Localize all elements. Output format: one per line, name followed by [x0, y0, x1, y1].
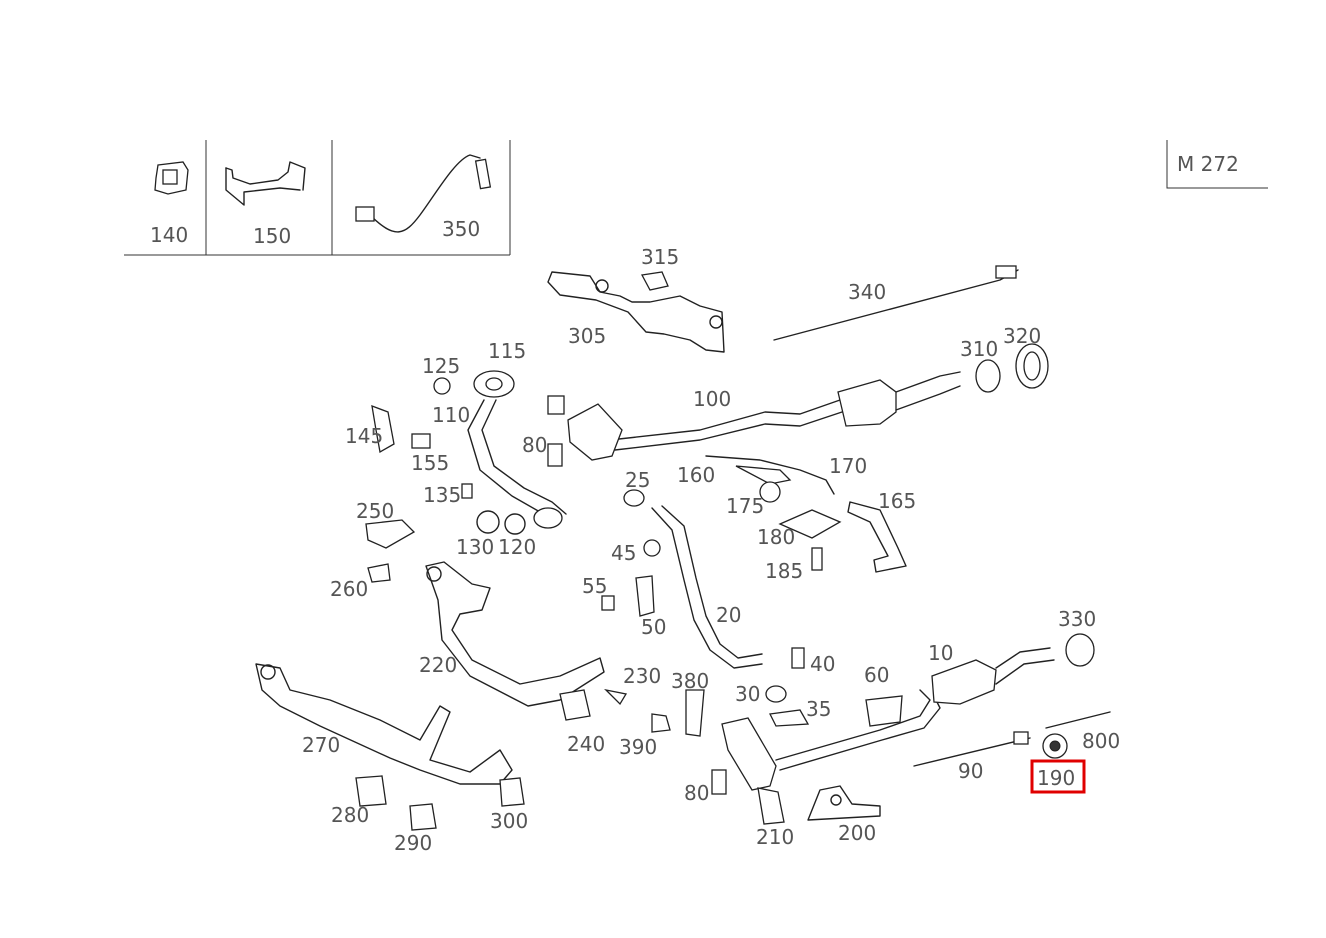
model-label: M 272	[1177, 152, 1239, 176]
part-label-110[interactable]: 110	[432, 403, 470, 427]
part-labels: 140 150 350 315 305 340 310 320 125 115 …	[150, 217, 1120, 855]
part-label-270[interactable]: 270	[302, 733, 340, 757]
part-label-320[interactable]: 320	[1003, 324, 1041, 348]
part-label-160[interactable]: 160	[677, 463, 715, 487]
part-label-130[interactable]: 130	[456, 535, 494, 559]
part-label-260[interactable]: 260	[330, 577, 368, 601]
part-label-30[interactable]: 30	[735, 682, 760, 706]
part-150-drawing	[225, 161, 306, 206]
part-label-380[interactable]: 380	[671, 669, 709, 693]
part-label-145[interactable]: 145	[345, 424, 383, 448]
part-label-165[interactable]: 165	[878, 489, 916, 513]
part-label-230[interactable]: 230	[623, 664, 661, 688]
part-label-10[interactable]: 10	[928, 641, 953, 665]
part-label-20[interactable]: 20	[716, 603, 741, 627]
part-label-50[interactable]: 50	[641, 615, 666, 639]
part-label-310[interactable]: 310	[960, 337, 998, 361]
part-label-250[interactable]: 250	[356, 499, 394, 523]
part-label-115[interactable]: 115	[488, 339, 526, 363]
part-label-60[interactable]: 60	[864, 663, 889, 687]
part-label-175[interactable]: 175	[726, 494, 764, 518]
part-label-280[interactable]: 280	[331, 803, 369, 827]
part-label-330[interactable]: 330	[1058, 607, 1096, 631]
part-label-290[interactable]: 290	[394, 831, 432, 855]
part-label-120[interactable]: 120	[498, 535, 536, 559]
part-label-800[interactable]: 800	[1082, 729, 1120, 753]
part-label-25[interactable]: 25	[625, 468, 650, 492]
parts-artwork	[255, 265, 1111, 831]
part-140-drawing	[154, 161, 189, 195]
part-label-40[interactable]: 40	[810, 652, 835, 676]
part-label-305[interactable]: 305	[568, 324, 606, 348]
inset-table	[124, 140, 511, 256]
highlight-box-190	[1030, 759, 1086, 794]
part-label-100[interactable]: 100	[693, 387, 731, 411]
part-label-55[interactable]: 55	[582, 574, 607, 598]
part-label-210[interactable]: 210	[756, 825, 794, 849]
part-label-90[interactable]: 90	[958, 759, 983, 783]
part-label-315[interactable]: 315	[641, 245, 679, 269]
part-label-185[interactable]: 185	[765, 559, 803, 583]
part-label-180[interactable]: 180	[757, 525, 795, 549]
part-label-200[interactable]: 200	[838, 821, 876, 845]
part-label-390[interactable]: 390	[619, 735, 657, 759]
part-label-80-rear[interactable]: 80	[684, 781, 709, 805]
part-label-150[interactable]: 150	[253, 224, 291, 248]
part-label-135[interactable]: 135	[423, 483, 461, 507]
part-label-45[interactable]: 45	[611, 541, 636, 565]
part-label-240[interactable]: 240	[567, 732, 605, 756]
part-label-80-front[interactable]: 80	[522, 433, 547, 457]
part-label-125[interactable]: 125	[422, 354, 460, 378]
model-label-box: M 272	[1166, 140, 1268, 189]
part-label-140[interactable]: 140	[150, 223, 188, 247]
part-label-35[interactable]: 35	[806, 697, 831, 721]
part-label-350[interactable]: 350	[442, 217, 480, 241]
part-label-155[interactable]: 155	[411, 451, 449, 475]
part-350-drawing	[355, 154, 492, 233]
part-label-340[interactable]: 340	[848, 280, 886, 304]
part-label-170[interactable]: 170	[829, 454, 867, 478]
part-label-300[interactable]: 300	[490, 809, 528, 833]
part-label-190[interactable]: 190	[1037, 766, 1075, 790]
part-label-220[interactable]: 220	[419, 653, 457, 677]
